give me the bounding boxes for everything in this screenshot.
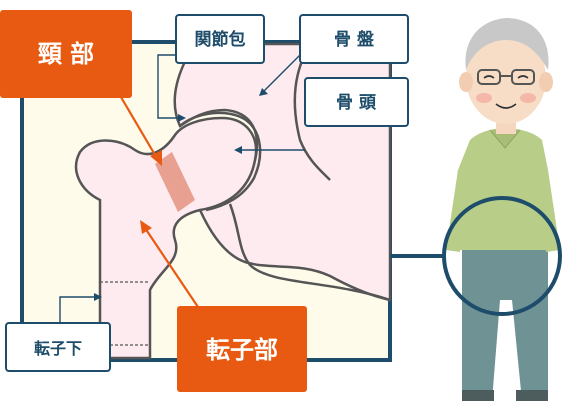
femoral-head-label: 骨 頭 [336,93,377,113]
man-cheek-left [476,93,492,103]
neck-callout-box [0,10,132,98]
trochanteric-label: 転子部 [206,336,278,364]
head-pointer-head [234,146,242,154]
pelvis-label: 骨 盤 [334,29,375,50]
man-right-shoe [516,390,548,401]
femoral-head-outline [179,111,262,212]
man-left-arm [446,170,470,252]
man-cheek-right [520,93,536,103]
subtrochanteric-label: 転子下 [34,339,82,358]
subtrochanteric-pointer-head [94,293,102,301]
man-collar [489,129,521,149]
man-eyes [483,75,529,79]
capsule-pointer-head [178,114,186,122]
capsule-label-box [175,14,265,64]
neck-label: 頸 部 [38,40,94,68]
femur-bone [74,116,258,360]
man-hair [465,18,549,70]
elderly-man-illustration [446,18,560,401]
joint-space-line [228,203,391,302]
magnifier-circle [442,196,562,316]
trochanteric-arrow [144,227,201,311]
trochanteric-callout-box [177,306,307,392]
man-left-shoe [462,390,494,401]
man-trousers [462,238,548,401]
neck-arrow-head [150,150,162,166]
subtrochanteric-pointer [59,296,98,323]
pelvis-pointer-head [259,88,268,96]
man-right-ear [539,72,553,92]
subtrochanteric-label-box [5,322,111,372]
capsule-pointer [157,54,182,119]
capsule-label: 関節包 [195,29,246,50]
pelvis-rim [293,43,331,181]
femoral-head-label-box [304,77,409,127]
pelvis-pointer [261,54,301,94]
man-left-ear [459,72,473,92]
trochanteric-arrow-head [140,220,152,234]
pelvis-label-box [299,14,409,64]
man-smile [495,103,517,109]
man-shirt [450,128,556,250]
neck-fracture-zone [155,152,195,212]
neck-arrow [117,91,159,161]
